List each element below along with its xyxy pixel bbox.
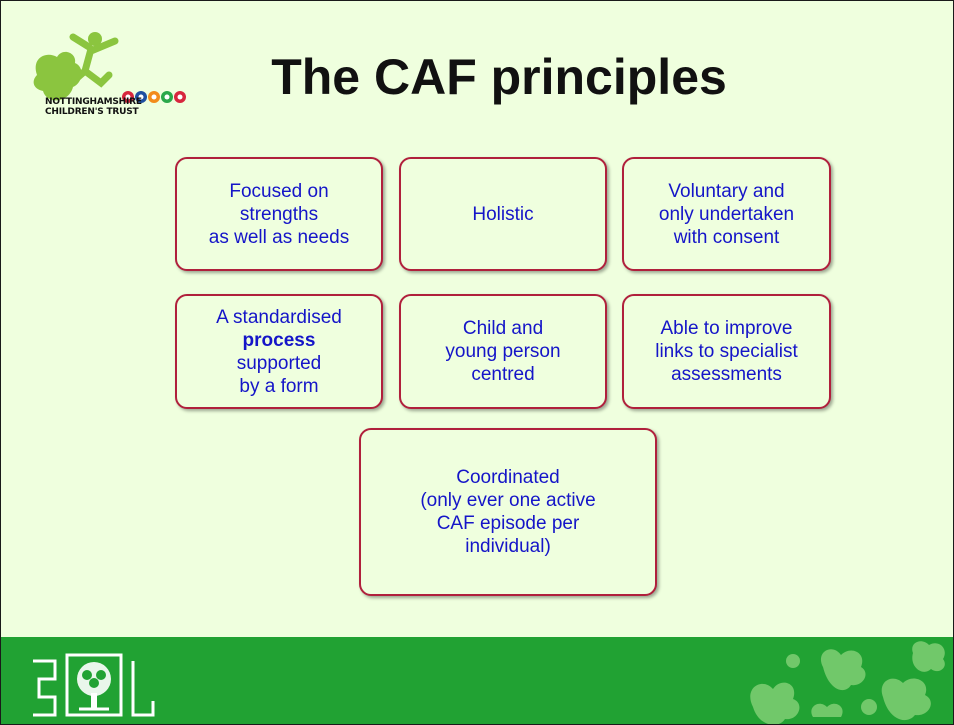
logo-text: NOTTINGHAMSHIRE CHILDREN'S TRUST	[45, 97, 142, 117]
principle-line: only undertaken	[658, 203, 795, 225]
principle-text: Child and young person centred	[445, 317, 560, 386]
principle-line-bold: process	[242, 329, 316, 351]
principle-box: Coordinated (only ever one active CAF ep…	[359, 428, 657, 596]
logo-text-line2: CHILDREN'S TRUST	[45, 107, 139, 117]
principle-line: Able to improve	[660, 318, 793, 339]
principle-box: Able to improve links to specialist asse…	[622, 294, 831, 409]
principle-text: Focused on strengths as well as needs	[209, 180, 349, 249]
principle-line: assessments	[671, 364, 782, 385]
principle-line: strengths	[239, 203, 319, 225]
principle-line: as well as needs	[208, 226, 350, 248]
principle-line: Holistic	[472, 203, 534, 225]
principle-line: (only ever one active	[420, 490, 596, 511]
principle-line: individual)	[465, 536, 551, 557]
childrens-trust-logo-icon	[33, 32, 186, 103]
logo-text-line1: NOTTINGHAMSHIRE	[45, 97, 142, 107]
page-title: The CAF principles	[271, 49, 727, 105]
principle-box: Child and young person centred	[399, 294, 607, 409]
principle-box: Focused on strengths as well as needs	[175, 157, 383, 271]
principle-line: Coordinated	[456, 467, 560, 488]
principle-line: links to specialist	[655, 341, 798, 362]
principle-line: Child and	[462, 318, 544, 339]
principle-box: Holistic	[399, 157, 607, 271]
principle-text: Holistic	[472, 203, 533, 226]
county-council-crest-icon	[33, 653, 155, 717]
footer-band	[1, 637, 953, 724]
principle-line: Voluntary and	[668, 180, 785, 202]
leaf-pattern-icon	[750, 641, 945, 724]
principle-line: supported	[236, 352, 322, 374]
principle-line: Focused on	[229, 180, 329, 202]
principle-line: centred	[471, 364, 535, 385]
principle-line: with consent	[673, 226, 780, 248]
childrens-trust-logo	[29, 27, 209, 123]
principle-line: CAF episode per	[436, 513, 580, 534]
principle-line: A standardised	[216, 306, 342, 328]
principle-text: Able to improve links to specialist asse…	[655, 317, 798, 386]
principle-text: Coordinated (only ever one active CAF ep…	[420, 466, 595, 558]
principle-box: Voluntary and only undertaken with conse…	[622, 157, 831, 271]
principle-line: by a form	[239, 375, 319, 397]
principle-line: young person	[445, 341, 561, 362]
principle-text: Voluntary and only undertaken with conse…	[659, 180, 794, 249]
principle-box: A standardised process supported by a fo…	[175, 294, 383, 409]
principle-text: A standardised process supported by a fo…	[216, 306, 342, 398]
